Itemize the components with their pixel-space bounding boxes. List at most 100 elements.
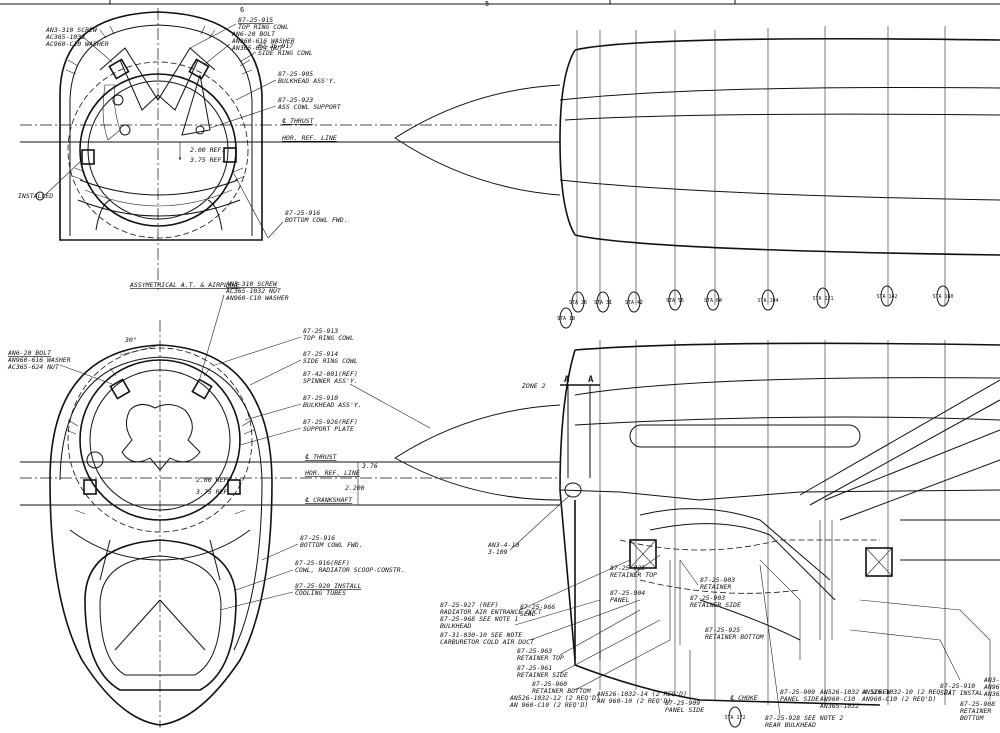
station-marker: STA 31 (594, 291, 612, 313)
callout-u7: ℄ THRUST (282, 117, 315, 125)
svg-text:STA 142: STA 142 (876, 294, 897, 300)
callout-l12: 87-25-916(REF)COWL, RADIATOR SCOOP-CONST… (235, 559, 405, 591)
title-strip-note: ASSYMETRICAL A.T. & AIRPLANE (129, 281, 240, 289)
callout-l7: 87-25-926(REF)SUPPORT PLATE (239, 418, 358, 446)
callout-l10: ℄ CRANKSHAFT (305, 496, 353, 504)
svg-text:STA 172: STA 172 (724, 715, 745, 721)
station-marker: STA 64 (704, 289, 722, 311)
svg-text:STA 160: STA 160 (932, 294, 953, 300)
svg-text:AN526-1032-12 (2 REQ'D)AN 960-: AN526-1032-12 (2 REQ'D)AN 960-C10 (2 REQ… (509, 694, 600, 709)
callout-l5: 87-42-001(REF)SPINNER ASS'Y. (303, 370, 431, 429)
svg-text:87-25-916(REF)COWL, RADIATOR S: 87-25-916(REF)COWL, RADIATOR SCOOP-CONST… (295, 559, 405, 574)
zone-number-6: 6 (240, 6, 244, 14)
lower-side-view: A A ZONE 2 (394, 340, 1000, 706)
zone-number-5: 5 (485, 0, 489, 8)
station-marker: STA 121 (812, 287, 834, 309)
callout-s17: ℄ CHOKE (730, 694, 758, 702)
upper-dim-3-75: 3.75 REF. (189, 156, 225, 164)
callout-s15: AN526-1032-14 (2 REQ'D)AN 960-10 (2 REQ'… (596, 690, 687, 705)
svg-text:STA 55: STA 55 (666, 298, 684, 304)
callout-l9: HOR. REF. LINE (304, 469, 360, 477)
section-mark-a-left: A (564, 375, 570, 385)
zone-marker: ZONE 2 (521, 382, 546, 390)
station-marker: STA 18 (557, 307, 575, 329)
lower-dim-2-00: 2.00 REF. (196, 476, 231, 484)
callout-s2: 87-25-927 (REF)RADIATOR AIR ENTRANCE DUC… (440, 559, 631, 616)
lower-dim-30deg: 30° (124, 336, 137, 344)
svg-text:STA 121: STA 121 (812, 296, 833, 302)
station-marker: STA 26 (569, 291, 587, 313)
lower-dim-2-200: 2.200 (345, 484, 365, 492)
upper-dim-2-00: 2.00 REF. (190, 146, 225, 154)
callout-u10: INSTALLED (18, 159, 83, 201)
callout-s21: AN526-1032-10 (2 REQ'D)AN960-C10 (2 REQ'… (861, 688, 952, 703)
svg-text:STA 104: STA 104 (757, 298, 778, 304)
station-marker: STA 172 (724, 706, 746, 728)
svg-text:87-25-926(REF)SUPPORT PLATE: 87-25-926(REF)SUPPORT PLATE (303, 418, 358, 433)
svg-text:STA 31: STA 31 (594, 300, 612, 306)
svg-text:AN526-1032-14 (2 REQ'D)AN 960-: AN526-1032-14 (2 REQ'D)AN 960-10 (2 REQ'… (596, 690, 687, 705)
svg-text:STA 26: STA 26 (569, 300, 587, 306)
svg-text:AN3-4-103-109: AN3-4-103-109 (487, 541, 519, 556)
lower-front-view: 30° 3.76 2.200 2.00 REF. 3.75 REF. (20, 320, 560, 728)
callout-s16: AN526-1032-12 (2 REQ'D)AN 960-C10 (2 REQ… (509, 694, 600, 709)
station-marker: STA 42 (625, 291, 643, 313)
callout-l8: ℄ THRUST (305, 453, 338, 461)
upper-side-view (394, 26, 1000, 305)
lower-dim-3-75: 3.75 REF. (195, 488, 231, 496)
svg-text:AN526-1032-10 (2 REQ'D)AN960-C: AN526-1032-10 (2 REQ'D)AN960-C10 (2 REQ'… (861, 688, 952, 703)
svg-text:STA 42: STA 42 (625, 300, 643, 306)
callout-u8: HOR. REF. LINE (281, 134, 337, 142)
sheet-border: 6 5 (0, 0, 1000, 14)
lower-dim-3-76: 3.76 (361, 462, 378, 470)
